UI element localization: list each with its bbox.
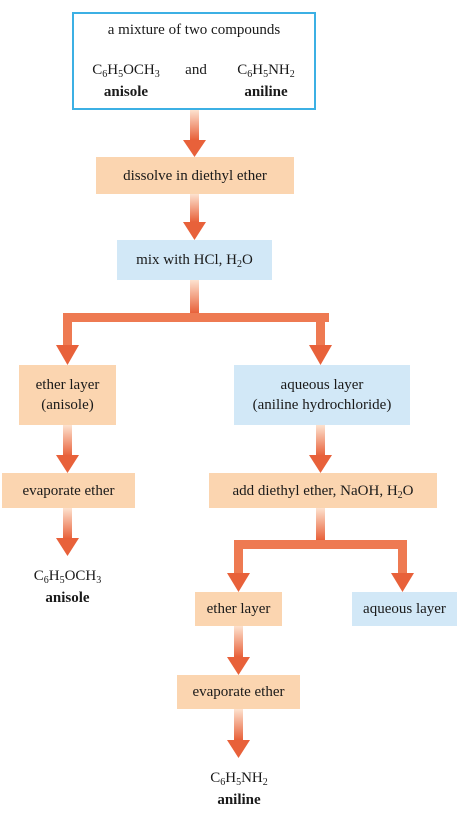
mix-label: mix with HCl, H2O bbox=[136, 252, 253, 270]
evaporate-2-label: evaporate ether bbox=[192, 684, 285, 700]
evaporate-step-2: evaporate ether bbox=[177, 675, 300, 709]
product-aniline-name: aniline bbox=[217, 792, 261, 808]
anisole-formula: C6H5OCH3 bbox=[92, 62, 160, 80]
arrow-1 bbox=[183, 110, 206, 157]
add-step: add diethyl ether, NaOH, H2O bbox=[209, 473, 437, 508]
anisole-name: anisole bbox=[103, 84, 149, 100]
aqueous-layer-1: aqueous layer (aniline hydrochloride) bbox=[234, 365, 410, 425]
dissolve-step: dissolve in diethyl ether bbox=[96, 157, 294, 194]
arrow-3 bbox=[56, 425, 79, 473]
aqueous-layer-2-label: aqueous layer bbox=[363, 601, 446, 617]
arrow-5 bbox=[309, 425, 332, 473]
product-anisole-name: anisole bbox=[45, 590, 90, 606]
mixture-caption: a mixture of two compounds bbox=[107, 22, 281, 38]
add-label: add diethyl ether, NaOH, H2O bbox=[232, 482, 414, 501]
evaporate-step-1: evaporate ether bbox=[2, 473, 135, 508]
evaporate-1-label: evaporate ether bbox=[22, 482, 115, 499]
mix-step: mix with HCl, H2O bbox=[117, 240, 272, 280]
ether-layer-2: ether layer bbox=[195, 592, 282, 626]
aqueous-layer-1-title: aqueous layer bbox=[280, 377, 364, 393]
ether-layer-2-label: ether layer bbox=[206, 601, 271, 617]
aniline-formula: C6H5NH2 bbox=[237, 62, 295, 80]
split-arrow-2 bbox=[227, 508, 414, 592]
aqueous-layer-2: aqueous layer bbox=[352, 592, 457, 626]
product-anisole-formula: C6H5OCH3 bbox=[33, 568, 102, 586]
aqueous-layer-1-content: (aniline hydrochloride) bbox=[252, 397, 392, 413]
aniline-name: aniline bbox=[244, 84, 288, 100]
arrow-4 bbox=[56, 508, 79, 556]
ether-layer-1: ether layer (anisole) bbox=[19, 365, 116, 425]
arrow-7 bbox=[227, 709, 250, 758]
ether-layer-1-content: (anisole) bbox=[41, 397, 94, 413]
starting-mixture-box: a mixture of two compounds C6H5OCH3 anis… bbox=[72, 12, 316, 110]
arrow-6 bbox=[227, 626, 250, 675]
split-arrow-1 bbox=[56, 280, 332, 365]
product-aniline-formula: C6H5NH2 bbox=[210, 770, 268, 788]
arrow-2 bbox=[183, 194, 206, 240]
joiner-text: and bbox=[185, 62, 207, 78]
dissolve-label: dissolve in diethyl ether bbox=[123, 167, 267, 184]
ether-layer-1-title: ether layer bbox=[35, 377, 100, 393]
